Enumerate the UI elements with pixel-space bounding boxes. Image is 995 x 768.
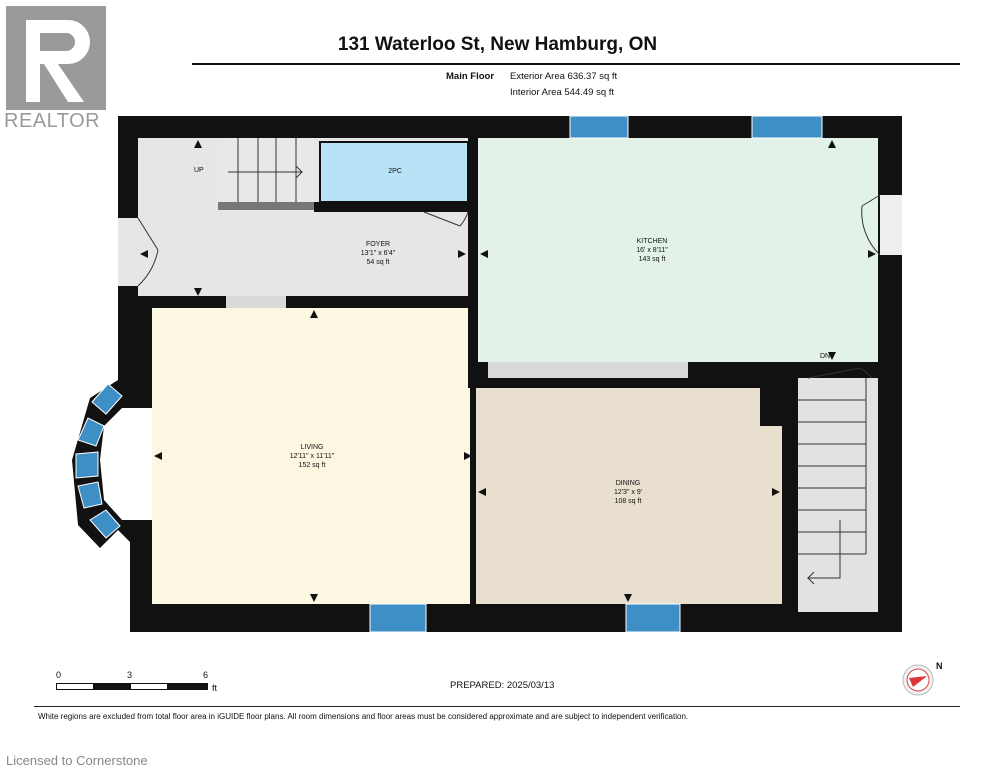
- foyer-dims: 13'1" x 6'4": [360, 250, 396, 257]
- bath-label: 2PC: [388, 168, 402, 175]
- foyer-label: FOYER 13'1" x 6'4" 54 sq ft: [338, 240, 418, 267]
- dining-room: [476, 376, 782, 604]
- bay-white: [100, 408, 152, 520]
- title-divider: [192, 63, 960, 65]
- compass-north-label: N: [936, 661, 943, 671]
- kitchen-name: KITCHEN: [636, 238, 668, 245]
- kitchen-room: [478, 138, 878, 362]
- realtor-wordmark: REALTOR: [4, 110, 101, 132]
- floor-label: Main Floor: [446, 71, 495, 82]
- stairs-down: [798, 378, 878, 612]
- scale-unit: ft: [212, 683, 218, 693]
- kitchen-label: KITCHEN 16' x 8'11" 143 sq ft: [612, 237, 692, 264]
- disclaimer-text: White regions are excluded from total fl…: [38, 712, 689, 721]
- kitchen-area: 143 sq ft: [638, 256, 666, 263]
- dining-label: DINING 12'3" x 9' 108 sq ft: [588, 479, 668, 506]
- stairs-up: [218, 138, 314, 202]
- living-area: 152 sq ft: [298, 462, 326, 469]
- foyer-name: FOYER: [365, 241, 391, 248]
- stairs-down-label: DN: [820, 353, 831, 360]
- bath-room: [319, 141, 469, 203]
- living-name: LIVING: [300, 444, 324, 451]
- dining-dims: 12'3" x 9': [613, 489, 643, 496]
- footer-divider: [34, 706, 960, 707]
- property-address-title: 131 Waterloo St, New Hamburg, ON: [337, 34, 658, 55]
- dining-name: DINING: [615, 480, 641, 487]
- scale-bar: [56, 683, 208, 690]
- living-dims: 12'11" x 11'11": [289, 453, 335, 460]
- scale-label-zero: 0: [56, 670, 62, 680]
- realtor-logo: [6, 6, 106, 110]
- compass-icon: [902, 664, 934, 696]
- scale-label-max: 6: [203, 670, 209, 680]
- scale-label-mid: 3: [127, 670, 133, 680]
- prepared-date: PREPARED: 2025/03/13: [450, 680, 555, 691]
- dining-area: 108 sq ft: [614, 498, 642, 505]
- kitchen-dims: 16' x 8'11": [636, 247, 668, 254]
- exterior-area: Exterior Area 636.37 sq ft: [510, 71, 618, 82]
- stairs-up-label: UP: [194, 167, 204, 174]
- living-label: LIVING 12'11" x 11'11" 152 sq ft: [272, 443, 352, 470]
- living-room: [152, 308, 470, 604]
- interior-area: Interior Area 544.49 sq ft: [510, 87, 615, 98]
- foyer-area: 54 sq ft: [366, 259, 390, 266]
- license-watermark: Licensed to Cornerstone: [6, 753, 148, 768]
